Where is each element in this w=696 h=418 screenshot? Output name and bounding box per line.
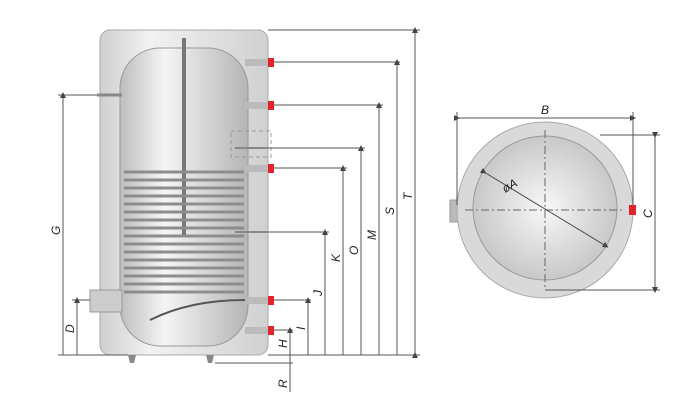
side-dimension-labels: T S M O K J I H R G D <box>49 191 415 388</box>
diameter-line <box>479 167 609 248</box>
feet <box>128 355 214 363</box>
connection-ports <box>235 58 274 335</box>
dim-I: I <box>294 326 308 330</box>
dim-D: D <box>63 324 77 333</box>
dim-A: øA <box>500 176 520 196</box>
port-top <box>629 205 636 215</box>
dim-H: H <box>276 339 290 348</box>
dim-S: S <box>383 207 397 215</box>
sensor-box <box>230 130 272 158</box>
dim-G: G <box>49 226 63 235</box>
dim-R: R <box>276 379 290 388</box>
dim-B: B <box>541 103 549 117</box>
dim-M: M <box>365 230 379 240</box>
dim-K: K <box>329 253 343 262</box>
dim-C: C <box>641 209 655 218</box>
dim-J: J <box>311 289 325 297</box>
dim-O: O <box>347 246 361 255</box>
side-flange <box>89 289 123 313</box>
side-view <box>89 29 274 363</box>
heating-coil <box>124 170 246 321</box>
top-view <box>449 121 636 299</box>
dim-T: T <box>401 191 415 200</box>
side-dimension-lines <box>58 27 420 392</box>
top-dimension-lines <box>454 112 660 293</box>
